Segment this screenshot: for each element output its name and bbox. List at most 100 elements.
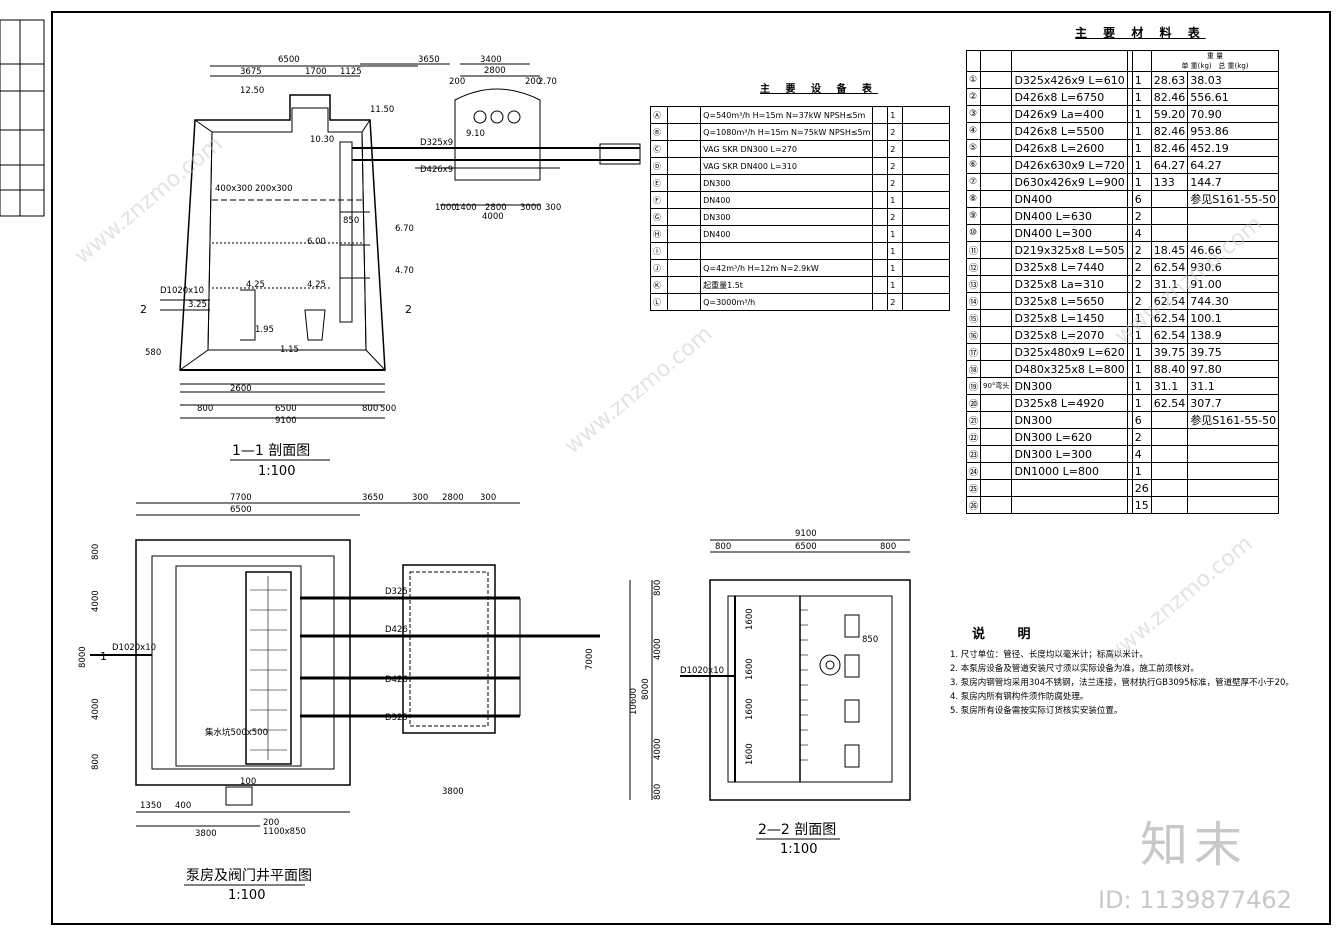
material-spec: D325x8 La=310 — [1011, 275, 1128, 293]
equipment-qty: 1 — [887, 276, 904, 294]
material-unit-weight — [1150, 428, 1189, 446]
material-spec: DN400 L=300 — [1011, 224, 1128, 242]
svg-text:3650: 3650 — [362, 493, 384, 503]
material-spec: D480x325x8 L=800 — [1011, 360, 1128, 378]
material-total-weight: 38.03 — [1187, 71, 1280, 89]
weight-label: 重 量 — [1206, 52, 1224, 60]
equipment-remark — [902, 276, 950, 294]
svg-text:200x300: 200x300 — [255, 184, 292, 194]
material-unit-weight — [1150, 445, 1189, 463]
material-qty: 1 — [1131, 343, 1152, 361]
material-unit-weight — [1150, 190, 1189, 208]
material-header: 重 量单 重(kg) 总 重(kg) — [965, 50, 1280, 72]
svg-text:200: 200 — [263, 818, 279, 828]
material-total-weight: 97.80 — [1187, 360, 1280, 378]
svg-text:4.70: 4.70 — [395, 266, 414, 276]
svg-text:3800: 3800 — [442, 787, 464, 797]
equipment-name — [667, 106, 702, 124]
svg-text:850: 850 — [862, 635, 878, 645]
equipment-no: Ⓕ — [649, 191, 669, 209]
equipment-row: Ⓑ Q=1080m³/h H=15m N=75kW NPSH≤5m 2 — [649, 123, 950, 141]
equipment-spec: DN300 — [700, 208, 874, 226]
material-name — [980, 343, 1013, 361]
material-spec: DN300 L=300 — [1011, 445, 1128, 463]
equipment-spec: VAG SKR DN300 L=270 — [700, 140, 874, 158]
svg-text:10600: 10600 — [629, 688, 639, 715]
material-spec: D426x9 La=400 — [1011, 105, 1128, 123]
material-qty: 1 — [1131, 88, 1152, 106]
material-total-weight — [1187, 207, 1280, 225]
note-item: 5. 泵房所有设备需按实际订货核实安装位置。 — [950, 706, 1123, 716]
material-unit-weight — [1150, 411, 1189, 429]
svg-text:3.25: 3.25 — [188, 300, 207, 310]
material-no: ⑬ — [965, 275, 982, 293]
material-unit-weight — [1150, 496, 1189, 514]
material-unit-weight — [1150, 224, 1189, 242]
svg-text:1.15: 1.15 — [280, 345, 299, 355]
material-qty: 15 — [1131, 496, 1152, 514]
material-name: 90°弯头 — [980, 377, 1013, 395]
svg-text:9100: 9100 — [275, 416, 297, 426]
material-spec: DN1000 L=800 — [1011, 462, 1128, 480]
material-no: ⑦ — [965, 173, 982, 191]
equipment-name — [667, 208, 702, 226]
equipment-qty: 2 — [887, 140, 904, 158]
svg-text:400: 400 — [175, 801, 191, 811]
material-total-weight — [1187, 496, 1280, 514]
material-unit-weight: 62.54 — [1150, 309, 1189, 327]
equipment-name — [667, 140, 702, 158]
svg-text:集水坑500x500: 集水坑500x500 — [205, 727, 268, 738]
equipment-name — [667, 191, 702, 209]
unit-weight-label: 单 重(kg) — [1181, 62, 1212, 70]
svg-text:1600: 1600 — [745, 698, 755, 720]
equipment-remark — [902, 208, 950, 226]
material-qty: 1 — [1131, 139, 1152, 157]
material-qty: 2 — [1131, 241, 1152, 259]
plan-scale: 1:100 — [228, 888, 265, 903]
equipment-unit — [872, 208, 889, 226]
material-header-name — [980, 50, 1013, 72]
section-2-2 — [629, 539, 911, 801]
material-unit-weight: 62.54 — [1150, 326, 1189, 344]
svg-text:4.25: 4.25 — [246, 280, 265, 290]
svg-text:3650: 3650 — [418, 55, 440, 65]
equipment-no: Ⓑ — [649, 123, 669, 141]
svg-text:400x300: 400x300 — [215, 184, 252, 194]
svg-text:1: 1 — [100, 650, 107, 663]
material-no: ⑭ — [965, 292, 982, 310]
equipment-no: Ⓙ — [649, 259, 669, 277]
material-name — [980, 173, 1013, 191]
material-total-weight: 70.90 — [1187, 105, 1280, 123]
material-total-weight: 953.86 — [1187, 122, 1280, 140]
svg-text:800: 800 — [653, 784, 663, 800]
equipment-unit — [872, 259, 889, 277]
equipment-unit — [872, 140, 889, 158]
material-no: ⑯ — [965, 326, 982, 344]
equipment-spec: Q=540m³/h H=15m N=37kW NPSH≤5m — [700, 106, 874, 124]
svg-text:800: 800 — [91, 544, 101, 560]
material-spec: D426x8 L=5500 — [1011, 122, 1128, 140]
equipment-spec: Q=1080m³/h H=15m N=75kW NPSH≤5m — [700, 123, 874, 141]
svg-text:1350: 1350 — [140, 801, 162, 811]
equipment-qty: 2 — [887, 123, 904, 141]
material-header-qty — [1131, 50, 1152, 72]
equipment-spec: VAG SKR DN400 L=310 — [700, 157, 874, 175]
material-unit-weight: 39.75 — [1150, 343, 1189, 361]
material-no: ⑱ — [965, 360, 982, 378]
section-2-2-scale: 1:100 — [780, 842, 817, 857]
svg-text:300: 300 — [545, 203, 561, 213]
equipment-no: Ⓗ — [649, 225, 669, 243]
section-1-1 — [160, 63, 641, 419]
material-no: ⑪ — [965, 241, 982, 259]
material-qty: 1 — [1131, 326, 1152, 344]
